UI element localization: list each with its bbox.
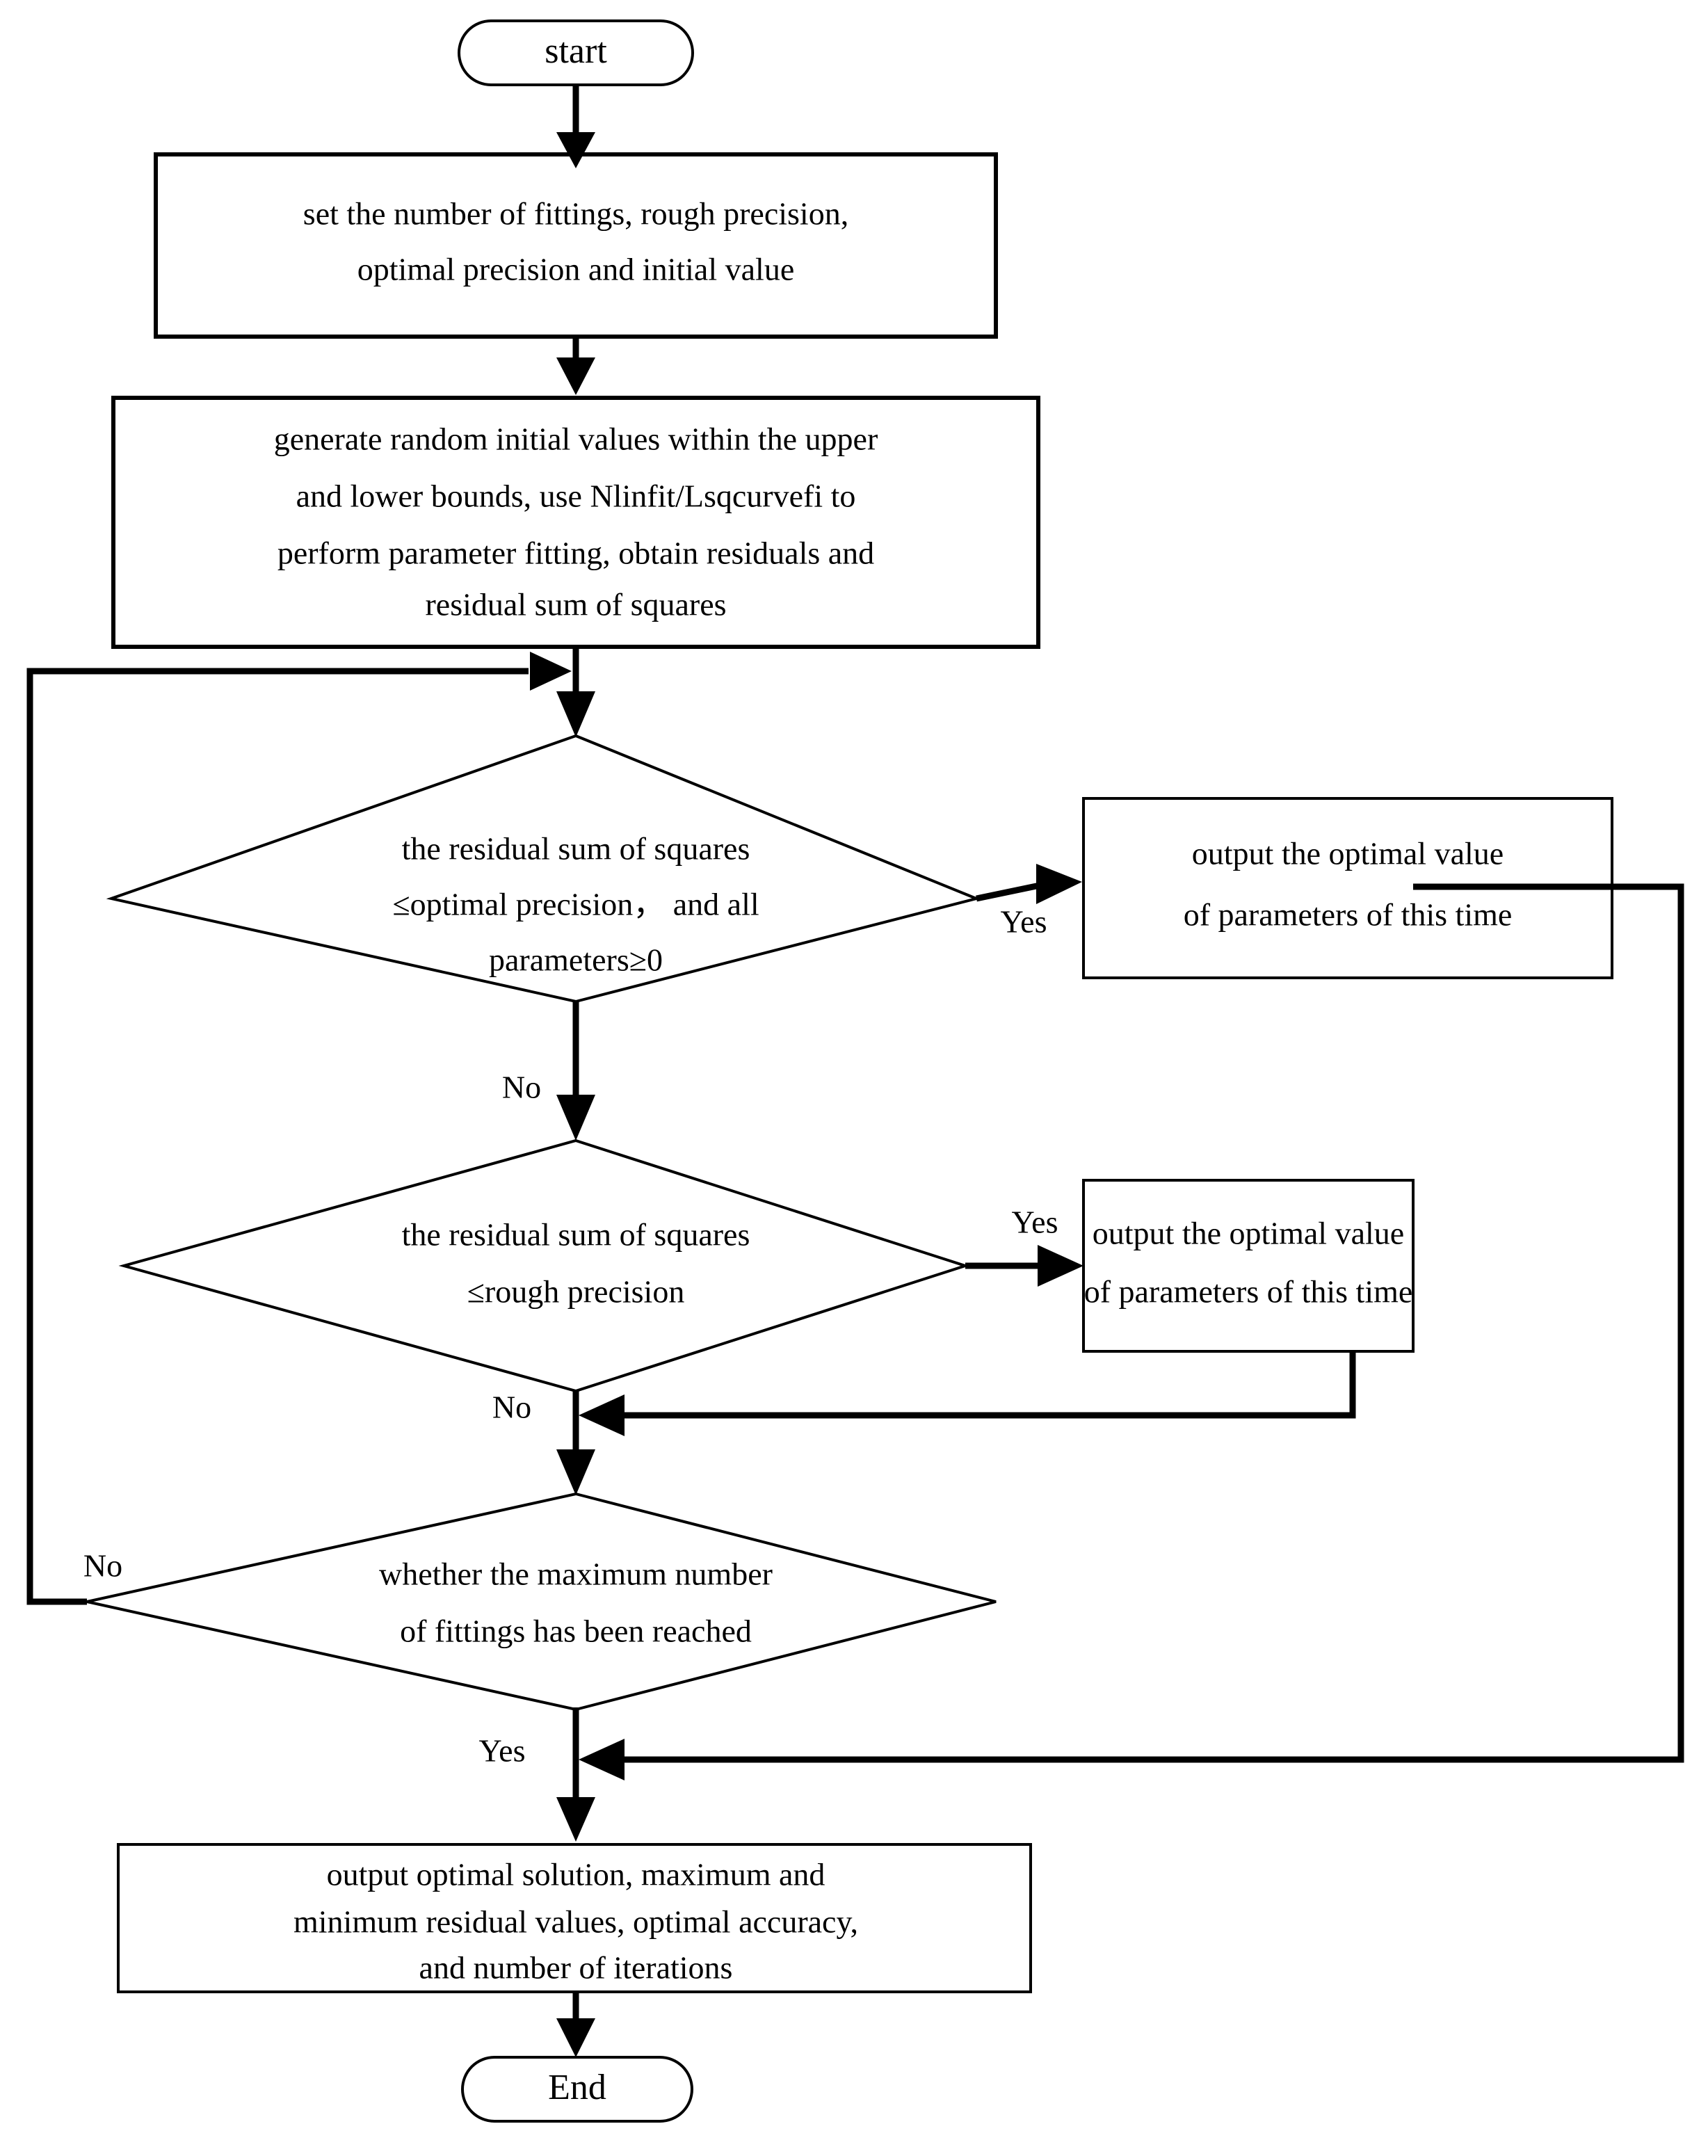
edge-loopback-left — [26, 652, 572, 1605]
node-decision-optimal-line3: parameters≥0 — [489, 942, 663, 978]
node-output-final-line1: output optimal solution, maximum and — [327, 1857, 825, 1892]
edge-label-rough-no: No — [492, 1390, 531, 1425]
node-set-params-line1: set the number of fittings, rough precis… — [303, 196, 848, 232]
node-output-optimal-1-line2: of parameters of this time — [1184, 897, 1513, 933]
node-decision-rough-line2: ≤rough precision — [467, 1274, 685, 1310]
node-decision-rough-line1: the residual sum of squares — [402, 1217, 750, 1253]
edge-start-to-set-params — [556, 83, 595, 168]
edge-set-params-to-generate — [556, 335, 595, 395]
node-output-optimal-2-line2: of parameters of this time — [1084, 1274, 1413, 1310]
node-output-optimal-1[interactable]: output the optimal value of parameters o… — [1082, 797, 1613, 979]
edge-label-optimal-no: No — [502, 1070, 541, 1105]
node-decision-optimal-line2: ≤optimal precision， and all — [392, 887, 759, 922]
node-generate-fit[interactable]: generate random initial values within th… — [111, 396, 1040, 649]
node-output-final-line3: and number of iterations — [419, 1950, 733, 1986]
edge-max-yes — [556, 1707, 595, 1842]
node-set-params[interactable]: set the number of fittings, rough precis… — [154, 152, 998, 339]
edge-rough-yes — [965, 1245, 1083, 1287]
edge-optimal-yes — [976, 864, 1082, 904]
node-generate-fit-line1: generate random initial values within th… — [274, 421, 878, 457]
node-output-final[interactable]: output optimal solution, maximum and min… — [117, 1843, 1032, 1993]
node-end-label: End — [548, 2068, 606, 2107]
node-decision-max-fittings[interactable]: whether the maximum number of fittings h… — [86, 1492, 997, 1712]
node-decision-optimal-line1: the residual sum of squares — [402, 831, 750, 867]
node-start-label: start — [545, 31, 607, 71]
node-output-optimal-1-line1: output the optimal value — [1192, 836, 1504, 871]
node-set-params-line2: optimal precision and initial value — [357, 252, 795, 287]
node-output-optimal-2-line1: output the optimal value — [1093, 1216, 1404, 1251]
node-decision-max-fittings-line2: of fittings has been reached — [400, 1614, 752, 1649]
edge-final-to-end — [556, 1991, 595, 2057]
edge-label-max-no: No — [83, 1548, 122, 1584]
node-generate-fit-line4: residual sum of squares — [425, 587, 726, 622]
node-generate-fit-line2: and lower bounds, use Nlinfit/Lsqcurvefi… — [296, 478, 856, 514]
node-output-final-line2: minimum residual values, optimal accurac… — [293, 1904, 858, 1940]
edge-output2-return — [579, 1351, 1356, 1436]
edge-label-optimal-yes: Yes — [1001, 904, 1047, 940]
node-decision-optimal[interactable]: the residual sum of squares ≤optimal pre… — [106, 734, 981, 1004]
node-generate-fit-line3: perform parameter fitting, obtain residu… — [277, 536, 874, 571]
edge-output1-return — [579, 883, 1684, 1780]
edge-optimal-no — [556, 1000, 595, 1141]
edge-generate-to-decision-optimal — [556, 647, 595, 737]
node-start[interactable]: start — [458, 19, 694, 86]
node-output-optimal-2[interactable]: output the optimal value of parameters o… — [1082, 1179, 1415, 1353]
node-decision-rough[interactable]: the residual sum of squares ≤rough preci… — [118, 1139, 970, 1393]
edge-rough-no — [556, 1391, 595, 1495]
edge-label-max-yes: Yes — [479, 1733, 526, 1769]
edge-label-rough-yes: Yes — [1012, 1205, 1058, 1240]
node-decision-max-fittings-line1: whether the maximum number — [379, 1556, 773, 1592]
node-end[interactable]: End — [461, 2056, 693, 2123]
